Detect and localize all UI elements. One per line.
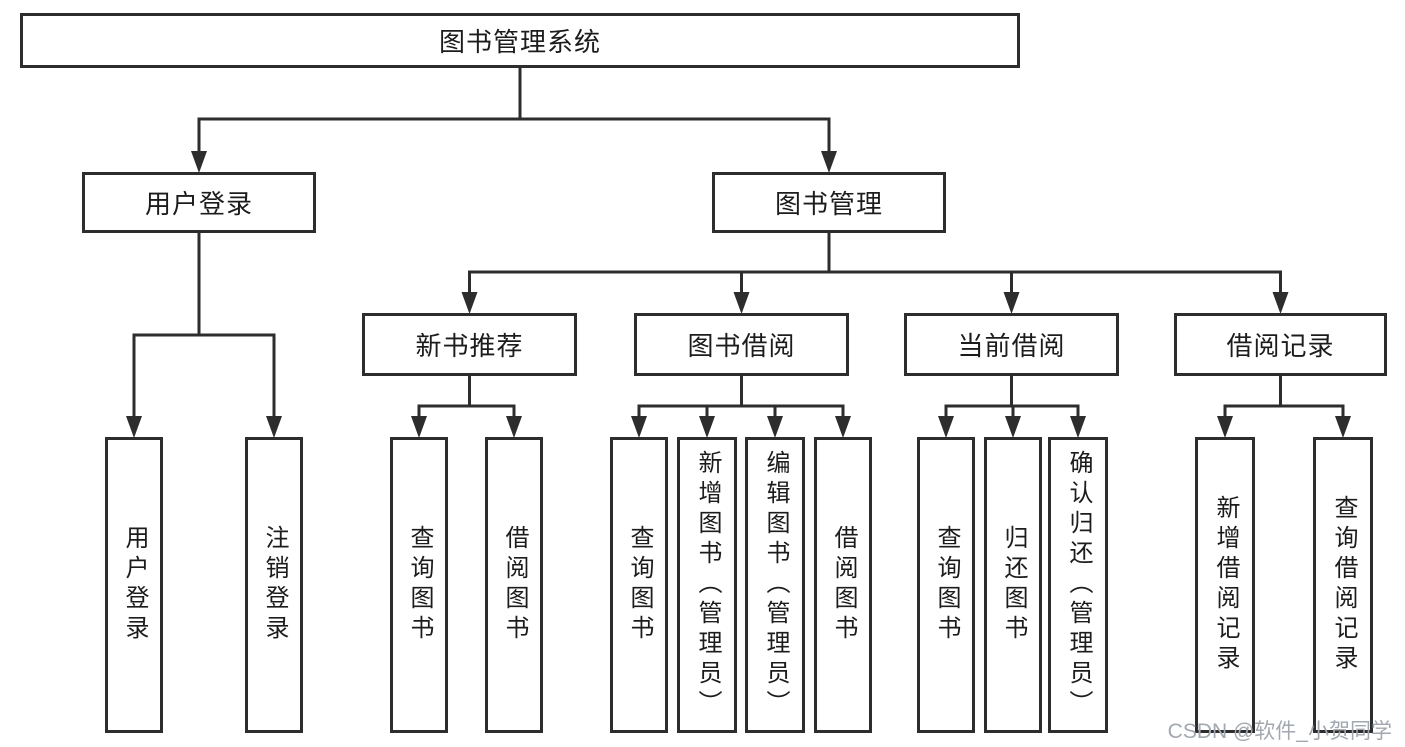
arrowhead-icon xyxy=(1272,292,1289,314)
node-label-login: 用户登录 xyxy=(144,189,253,219)
node-label-records: 借阅记录 xyxy=(1226,331,1335,361)
arrowhead-icon xyxy=(1005,416,1021,438)
node-borrow-lend: 借阅图书 xyxy=(814,437,872,733)
node-label-borrow-edit: 编辑图书（管理员） xyxy=(762,450,789,720)
node-rec: 新书推荐 xyxy=(362,313,577,376)
node-label-borrow-lend: 借阅图书 xyxy=(830,525,857,645)
node-login: 用户登录 xyxy=(82,172,316,233)
node-cur-return: 归还图书 xyxy=(984,437,1042,733)
arrowhead-icon xyxy=(506,416,522,438)
arrowhead-icon xyxy=(767,416,783,438)
arrowhead-icon xyxy=(1335,416,1351,438)
arrowhead-icon xyxy=(699,416,715,438)
node-label-cur-confirm: 确认归还（管理员） xyxy=(1065,450,1092,720)
node-label-rec-query: 查询图书 xyxy=(406,525,433,645)
node-borrow: 图书借阅 xyxy=(634,313,849,376)
node-label-borrow-query: 查询图书 xyxy=(626,525,653,645)
node-label-cur-return: 归还图书 xyxy=(1000,525,1027,645)
node-records-query: 查询借阅记录 xyxy=(1313,437,1373,733)
arrowhead-icon xyxy=(631,416,647,438)
node-login-logout: 注销登录 xyxy=(245,437,303,733)
node-label-mgmt: 图书管理 xyxy=(774,189,883,219)
arrowhead-icon xyxy=(461,292,478,314)
arrowhead-icon xyxy=(835,416,851,438)
node-label-login-user: 用户登录 xyxy=(121,525,148,645)
node-label-root: 图书管理系统 xyxy=(438,27,601,57)
arrowhead-icon xyxy=(126,416,142,438)
arrowhead-icon xyxy=(1217,416,1233,438)
arrowhead-icon xyxy=(411,416,427,438)
node-label-records-add: 新增借阅记录 xyxy=(1212,495,1239,675)
arrowhead-icon xyxy=(1070,416,1086,438)
node-borrow-query: 查询图书 xyxy=(610,437,668,733)
node-current: 当前借阅 xyxy=(904,313,1119,376)
node-borrow-edit: 编辑图书（管理员） xyxy=(745,437,805,733)
arrowhead-icon xyxy=(266,416,282,438)
node-borrow-add: 新增图书（管理员） xyxy=(677,437,737,733)
node-label-rec-borrow: 借阅图书 xyxy=(501,525,528,645)
node-records-add: 新增借阅记录 xyxy=(1195,437,1255,733)
node-records: 借阅记录 xyxy=(1174,313,1387,376)
node-label-rec: 新书推荐 xyxy=(415,331,524,361)
arrowhead-icon xyxy=(938,416,954,438)
node-label-records-query: 查询借阅记录 xyxy=(1330,495,1357,675)
node-rec-query: 查询图书 xyxy=(390,437,448,733)
node-label-login-logout: 注销登录 xyxy=(261,525,288,645)
node-cur-confirm: 确认归还（管理员） xyxy=(1048,437,1108,733)
arrowhead-icon xyxy=(821,151,837,173)
node-label-cur-query: 查询图书 xyxy=(933,525,960,645)
node-label-borrow-add: 新增图书（管理员） xyxy=(694,450,721,720)
arrowhead-icon xyxy=(733,292,750,314)
node-rec-borrow: 借阅图书 xyxy=(485,437,543,733)
node-login-user: 用户登录 xyxy=(105,437,163,733)
arrowhead-icon xyxy=(191,151,207,173)
node-label-current: 当前借阅 xyxy=(957,331,1066,361)
node-label-borrow: 图书借阅 xyxy=(687,331,796,361)
node-mgmt: 图书管理 xyxy=(712,172,946,233)
node-cur-query: 查询图书 xyxy=(917,437,975,733)
node-root: 图书管理系统 xyxy=(20,13,1020,68)
arrowhead-icon xyxy=(1003,292,1020,314)
